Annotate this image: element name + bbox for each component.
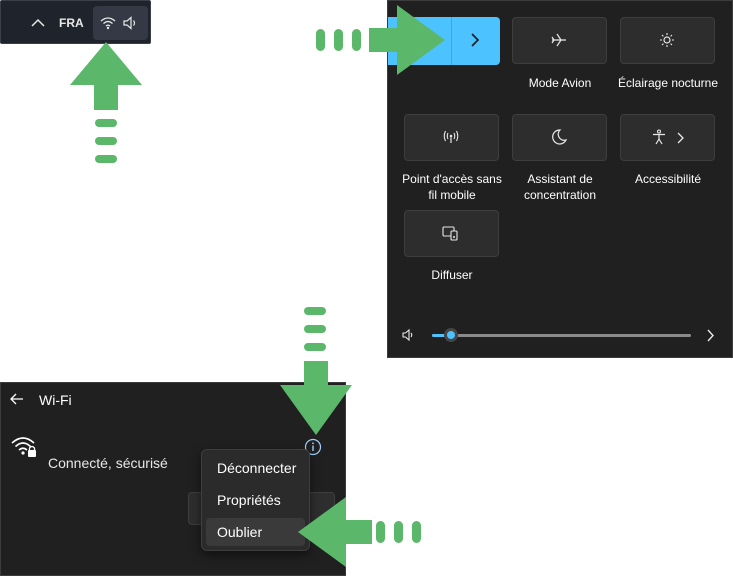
secured-wifi-icon	[11, 435, 39, 464]
mobile-hotspot-tile[interactable]	[404, 114, 499, 161]
accessibility-icon	[650, 129, 668, 150]
annotation-arrow-down	[280, 307, 352, 435]
brightness-icon	[658, 32, 676, 53]
volume-slider-thumb[interactable]	[444, 328, 458, 342]
tile-label-cast: Diffuser	[431, 268, 473, 282]
chevron-right-icon[interactable]	[677, 131, 685, 149]
wifi-icon	[100, 16, 116, 35]
tile-label-hotspot: Point d'accès sans fil mobile	[402, 172, 502, 202]
night-light-tile[interactable]	[620, 17, 715, 64]
cast-tile[interactable]	[404, 210, 499, 257]
chevron-up-icon[interactable]	[31, 15, 45, 33]
page-title: Wi-Fi	[39, 392, 72, 408]
tile-divider	[451, 17, 452, 65]
info-icon[interactable]	[304, 438, 322, 461]
hotspot-icon	[442, 129, 460, 150]
tile-label-accessibility: Accessibilité	[634, 172, 702, 186]
tile-label-night-light: Éclairage nocturne	[617, 76, 719, 90]
volume-slider-fill	[432, 334, 450, 337]
network-volume-button[interactable]	[93, 6, 148, 40]
annotation-arrow-right	[316, 5, 445, 75]
menu-item-properties[interactable]: Propriétés	[217, 492, 281, 508]
volume-slider-track[interactable]	[432, 334, 691, 337]
back-arrow-icon[interactable]	[9, 391, 25, 412]
context-menu: Déconnecter Propriétés Oublier	[201, 449, 310, 551]
taskbar: FRA	[0, 0, 151, 44]
language-indicator[interactable]: FRA	[59, 16, 84, 30]
airplane-icon	[550, 32, 568, 53]
chevron-right-icon[interactable]	[707, 329, 715, 347]
connection-status: Connecté, sécurisé	[48, 455, 168, 471]
annotation-arrow-left	[298, 497, 421, 567]
annotation-arrow-up	[70, 42, 142, 163]
speaker-icon[interactable]	[402, 328, 416, 347]
tile-label-focus: Assistant de concentration	[523, 172, 597, 202]
focus-assist-tile[interactable]	[512, 114, 607, 161]
airplane-mode-tile[interactable]	[512, 17, 607, 64]
menu-item-forget[interactable]: Oublier	[206, 518, 305, 546]
chevron-right-icon[interactable]	[470, 33, 480, 52]
tile-label-airplane: Mode Avion	[528, 76, 592, 90]
speaker-icon	[123, 16, 139, 35]
menu-item-disconnect[interactable]: Déconnecter	[217, 460, 297, 476]
accessibility-tile[interactable]	[620, 114, 715, 161]
cast-icon	[442, 225, 460, 246]
moon-icon	[550, 129, 568, 150]
